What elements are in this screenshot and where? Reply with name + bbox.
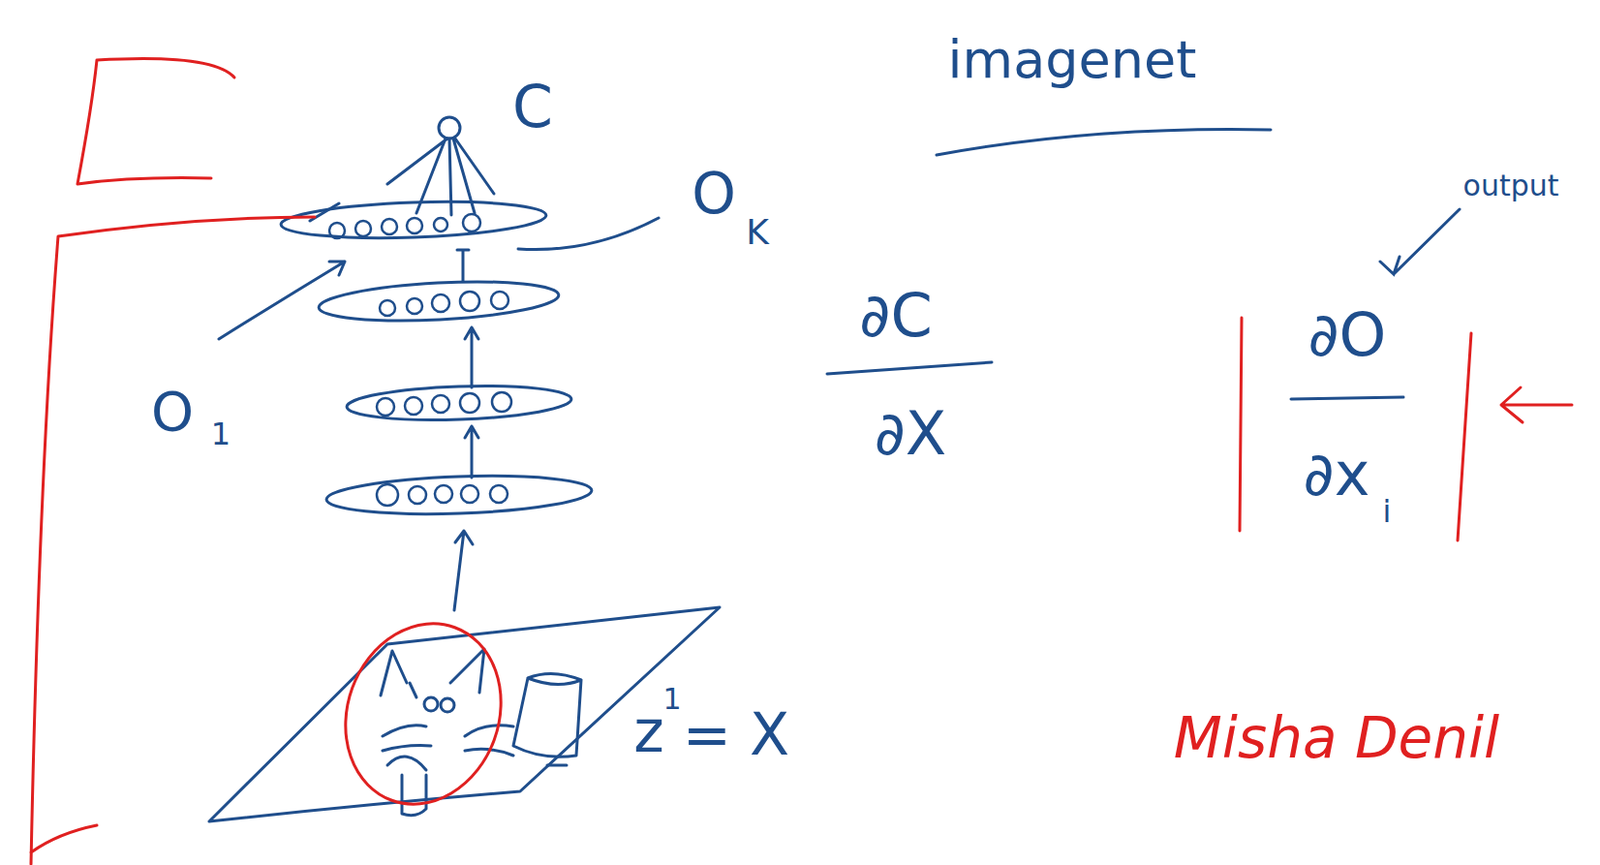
pointer-arrow [1501,387,1572,423]
bracket-top [77,58,235,185]
numerator: ∂C [859,285,932,346]
numerator: ∂O [1308,305,1387,366]
denominator: ∂X [874,403,948,464]
layer-1 [325,471,592,519]
output-neuron [438,117,461,139]
title: imagenet [948,33,1198,87]
author-name: Misha Denil [1173,709,1500,767]
layer-subscript: K [745,215,770,250]
subscript: i [1383,495,1392,527]
abs-bar-right [1457,333,1472,541]
layer-3 [317,276,560,327]
cat-highlight [320,601,526,827]
layer-top [279,197,547,243]
cost-label: C [512,77,554,136]
abs-bar-left [1239,317,1242,531]
layer-subscript: 1 [211,418,231,450]
superscript: 1 [662,684,681,714]
annotation: output [1463,171,1560,201]
layer-2 [345,382,572,424]
layer-label: O [151,384,194,439]
layer-label: O [691,165,737,222]
denominator: ∂x [1303,444,1371,505]
bracket-left [30,216,315,864]
input-label: z [633,702,665,761]
input-label: = X [682,705,790,764]
image-plane [209,607,720,822]
